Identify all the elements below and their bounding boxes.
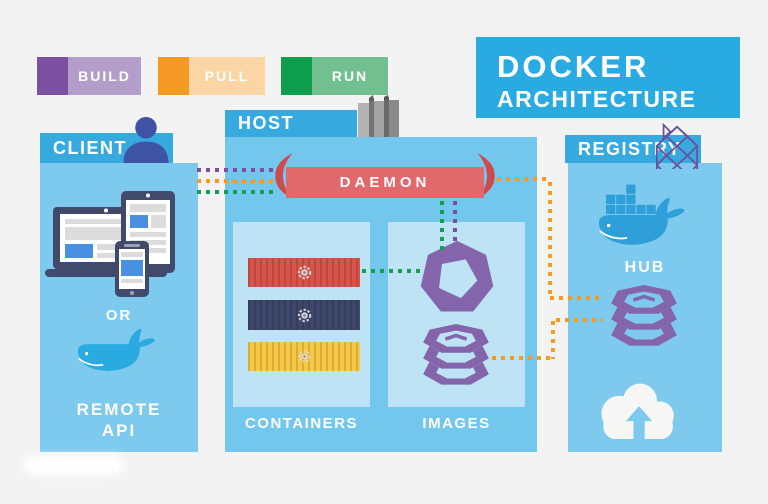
gear-icon xyxy=(296,264,313,281)
client-header-label: CLIENT xyxy=(53,137,127,158)
diagram-title: DOCKER ARCHITECTURE xyxy=(476,37,740,118)
legend-build-text: BUILD xyxy=(78,68,131,84)
containers-label: CONTAINERS xyxy=(233,413,370,433)
container-navy-icon xyxy=(248,300,360,330)
registry-header-label: REGISTRY xyxy=(578,138,682,159)
tablet-icon xyxy=(121,191,175,273)
gear-icon xyxy=(296,307,313,324)
remote-api-label: REMOTE API xyxy=(40,398,198,442)
docker-whale-icon xyxy=(590,178,696,259)
whale-icon xyxy=(70,328,165,384)
host-header-label: HOST xyxy=(238,113,295,133)
pull-line-daemon-registry xyxy=(550,296,603,300)
host-header: HOST xyxy=(225,110,357,137)
title-line2: ARCHITECTURE xyxy=(497,86,697,112)
legend-build-swatch xyxy=(37,57,68,95)
run-line-container-image xyxy=(362,269,422,273)
gear-icon xyxy=(297,349,312,364)
legend-run-swatch xyxy=(281,57,312,95)
legend-run-label: RUN xyxy=(312,57,388,95)
legend-build-label: BUILD xyxy=(68,57,141,95)
server-building-icon xyxy=(356,95,404,137)
legend-pull-text: PULL xyxy=(204,68,250,84)
client-devices-icon xyxy=(45,191,175,297)
pull-line-images-h xyxy=(492,356,554,360)
build-line-client-daemon xyxy=(197,168,277,172)
hub-label: HUB xyxy=(568,258,722,278)
or-label: OR xyxy=(40,306,198,324)
container-red-icon xyxy=(248,258,360,287)
images-label: IMAGES xyxy=(388,413,525,433)
phone-icon xyxy=(115,241,149,297)
daemon-label: DAEMON xyxy=(339,174,431,191)
legend-pull-label: PULL xyxy=(189,57,265,95)
build-line-daemon-images xyxy=(453,201,457,243)
pull-line-daemon-v xyxy=(548,182,552,298)
registry-layers-icon xyxy=(604,285,684,347)
hub-text: HUB xyxy=(624,259,666,276)
user-icon xyxy=(115,116,177,163)
pull-line-daemon-h xyxy=(488,177,550,181)
remote-api-line2: API xyxy=(101,421,137,440)
registry-header: REGISTRY xyxy=(565,135,701,163)
watermark-smudge xyxy=(24,455,124,475)
cloud-upload-icon xyxy=(593,376,687,440)
pull-line-images-registry xyxy=(556,318,603,322)
title-line1: DOCKER xyxy=(497,49,650,84)
image-layers-icon xyxy=(416,324,496,386)
legend-pull-swatch xyxy=(158,57,189,95)
images-text: IMAGES xyxy=(422,414,491,432)
run-line-client-daemon xyxy=(197,190,277,194)
legend-run-text: RUN xyxy=(331,68,369,84)
remote-api-line1: REMOTE xyxy=(76,400,162,419)
run-line-daemon-images xyxy=(440,201,444,251)
daemon-banner: DAEMON xyxy=(286,167,484,198)
lattice-building-icon xyxy=(650,121,704,169)
containers-text: CONTAINERS xyxy=(244,414,359,432)
or-text: OR xyxy=(105,306,133,324)
image-heptagon-icon xyxy=(413,234,501,322)
pull-line-client-daemon xyxy=(197,179,277,183)
container-yellow-icon xyxy=(248,342,360,371)
pull-line-images-v xyxy=(551,321,555,359)
